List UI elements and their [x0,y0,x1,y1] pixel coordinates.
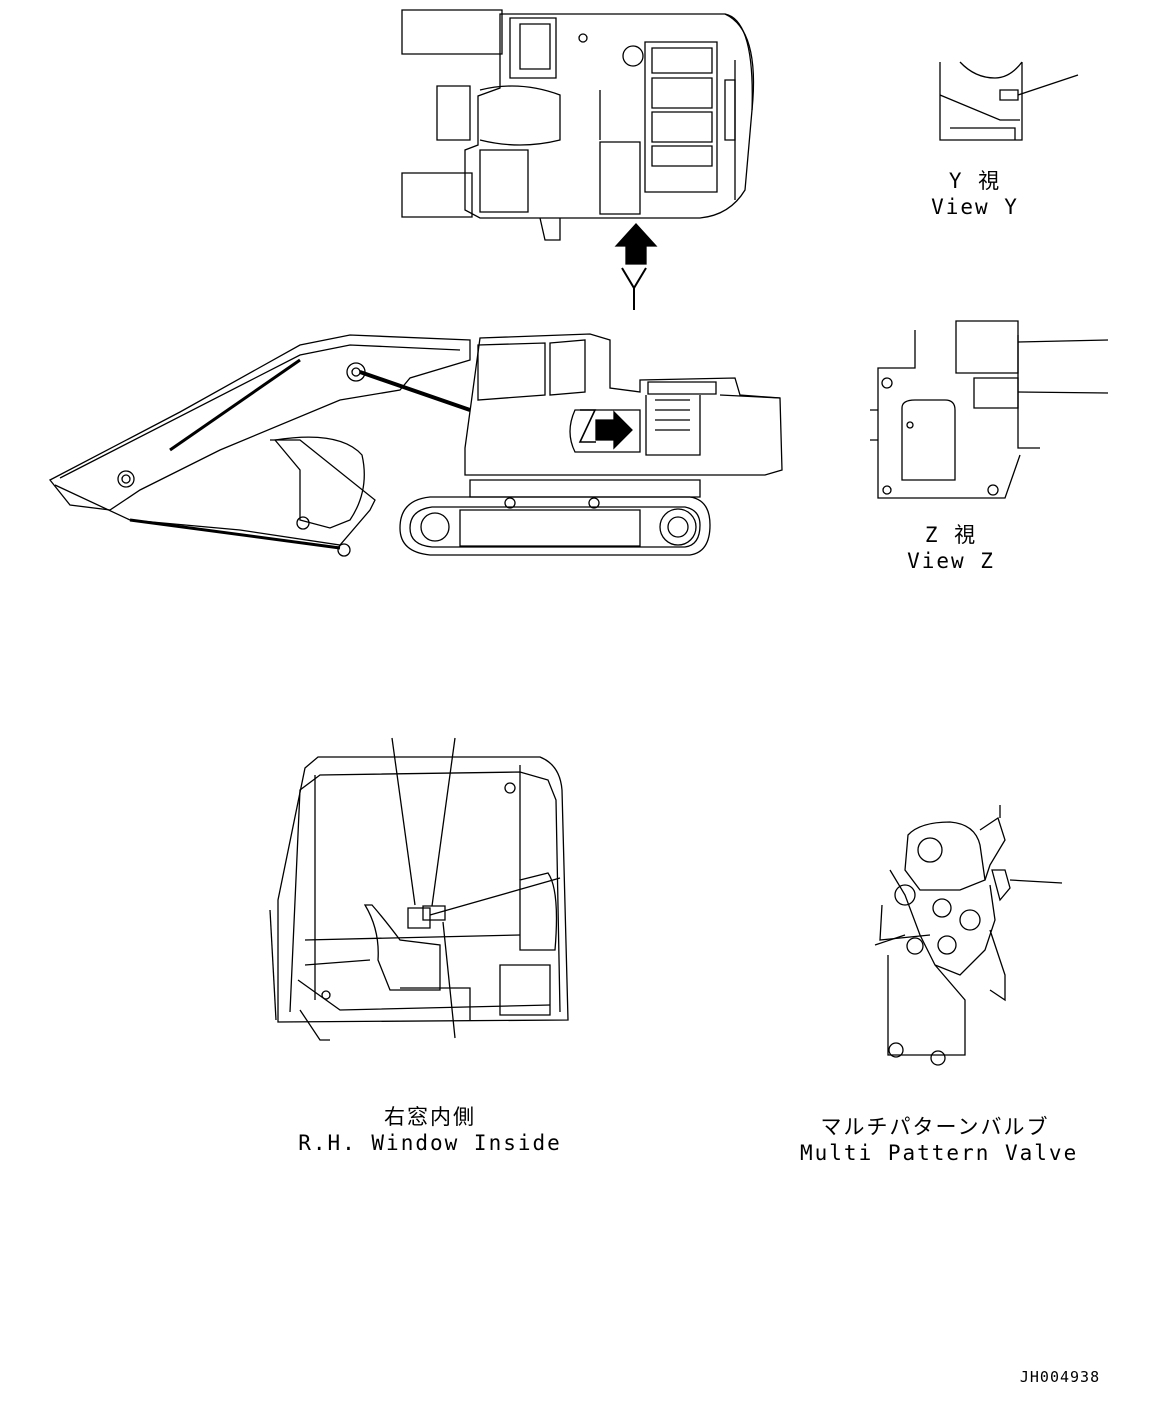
window-label-en: R.H. Window Inside [298,1131,562,1155]
view-z-detail [870,321,1108,498]
view-y-detail [940,62,1078,140]
view-z-label-jp: Z 視 [924,523,978,547]
cab-interior [270,738,568,1040]
view-z-label-en: View Z [907,549,995,573]
view-y-label-jp: Y 視 [948,169,1002,193]
top-view [402,10,753,240]
valve-label-en: Multi Pattern Valve [800,1141,1079,1165]
drawing-number: JH004938 [1019,1368,1101,1386]
valve-label-jp: マルチパターンバルブ [820,1115,1050,1139]
arrow-y [616,224,656,310]
view-y-label-en: View Y [931,195,1019,219]
window-label-jp: 右窓内側 [384,1105,476,1129]
side-view [50,334,782,556]
arrow-z [580,410,632,448]
multi-pattern-valve [875,805,1062,1065]
